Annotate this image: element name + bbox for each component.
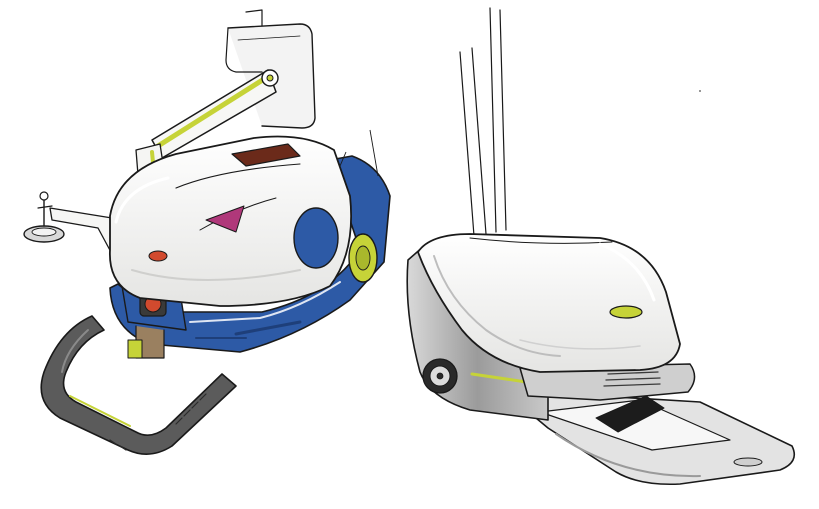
base-rail-loop	[40, 315, 237, 455]
stray-pen-marks	[339, 90, 701, 177]
front-indicator	[148, 250, 168, 262]
cart-hood	[417, 233, 681, 373]
blue-chassis	[109, 155, 391, 353]
tray-shadow	[595, 395, 665, 433]
hood-logo-badge	[609, 305, 643, 319]
front-tray	[499, 387, 796, 486]
side-blue-inlay	[293, 207, 339, 269]
robotic-cart-sketch	[23, 9, 391, 455]
guide-lines	[459, 7, 507, 237]
main-shell	[109, 135, 353, 307]
hooded-cart-sketch	[406, 7, 796, 486]
top-vent	[231, 143, 301, 167]
side-outrigger	[23, 191, 127, 255]
sensor-window	[205, 205, 245, 233]
